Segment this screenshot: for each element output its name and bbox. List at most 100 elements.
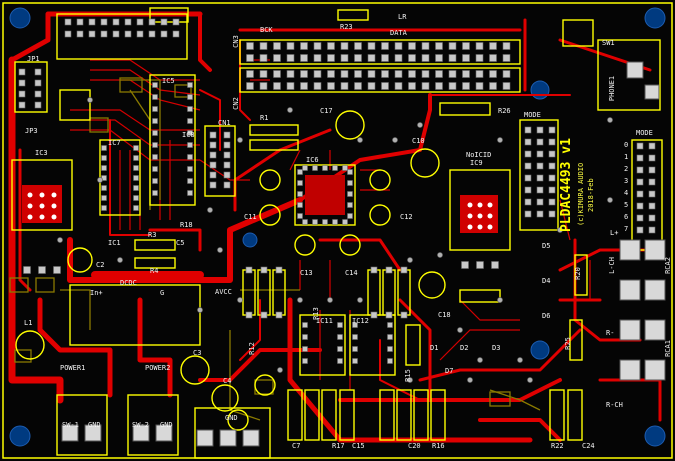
- pad: [302, 165, 308, 171]
- pad: [548, 162, 556, 170]
- via: [197, 307, 203, 313]
- pad: [648, 142, 656, 150]
- label-ic3: IC3: [35, 149, 48, 157]
- pad: [273, 70, 281, 78]
- pad: [370, 311, 378, 319]
- pad: [187, 94, 193, 100]
- net-rch: R-CH: [606, 401, 623, 409]
- pad: [64, 30, 72, 38]
- label-r25: R25: [563, 337, 572, 350]
- pad: [332, 165, 338, 171]
- label-ic6: IC6: [306, 156, 319, 164]
- label-jp1: JP1: [27, 55, 40, 63]
- pad: [133, 155, 139, 161]
- pad: [246, 82, 254, 90]
- pad: [300, 82, 308, 90]
- pad: [300, 54, 308, 62]
- pad: [524, 162, 532, 170]
- pad: [476, 261, 484, 269]
- pad: [273, 42, 281, 50]
- pad: [313, 54, 322, 62]
- label-c12: C12: [400, 213, 413, 221]
- pad: [548, 174, 556, 182]
- pad: [297, 213, 303, 219]
- pad: [352, 346, 358, 352]
- pad: [536, 186, 544, 194]
- pad: [648, 214, 656, 222]
- label-r20: R20: [573, 267, 582, 280]
- label-c14: C14: [345, 269, 358, 277]
- label-c20: C20: [408, 442, 421, 450]
- label-c7: C7: [292, 442, 301, 450]
- pad: [152, 94, 158, 100]
- pad: [381, 82, 389, 90]
- pad: [18, 68, 26, 76]
- pad: [342, 219, 348, 225]
- pad: [101, 145, 107, 151]
- pad: [101, 195, 107, 201]
- pad: [337, 346, 343, 352]
- pad: [340, 54, 349, 62]
- label-phone1: PHONE1: [608, 75, 617, 102]
- pad: [648, 166, 656, 174]
- pad: [524, 210, 532, 218]
- pad: [101, 185, 107, 191]
- pad: [209, 131, 217, 139]
- pad: [133, 205, 139, 211]
- pad: [524, 174, 532, 182]
- label-c5: C5: [176, 239, 185, 247]
- via: [497, 297, 503, 303]
- pad: [536, 126, 544, 134]
- net-gnd: GND: [88, 421, 101, 429]
- pad: [76, 18, 84, 26]
- pad: [187, 166, 193, 172]
- label-c24: C24: [582, 442, 595, 450]
- pad: [312, 219, 318, 225]
- pad: [322, 165, 328, 171]
- pad: [370, 266, 378, 274]
- pad: [342, 165, 348, 171]
- pad: [246, 42, 254, 50]
- mode-row-label: 1: [624, 153, 629, 161]
- pad: [387, 346, 393, 352]
- pad: [548, 126, 556, 134]
- pad: [275, 266, 283, 274]
- label-mode: MODE: [524, 111, 541, 119]
- pad: [152, 166, 158, 172]
- label-r17: R17: [332, 442, 345, 450]
- pad: [400, 311, 408, 319]
- pad: [112, 30, 120, 38]
- pad: [435, 70, 443, 78]
- pad: [435, 82, 443, 90]
- via: [417, 122, 423, 128]
- via: [517, 357, 523, 363]
- via: [557, 227, 563, 233]
- pad: [475, 42, 484, 50]
- label-ic8: IC8: [182, 131, 195, 139]
- via: [607, 117, 613, 123]
- pad: [286, 42, 295, 50]
- pad: [223, 181, 231, 189]
- pad: [172, 18, 180, 26]
- pad: [18, 79, 26, 87]
- pad: [18, 90, 26, 98]
- net-noicid: NoICID: [466, 151, 492, 159]
- pad: [421, 82, 430, 90]
- pad: [524, 126, 532, 134]
- pad: [327, 70, 335, 78]
- pad: [648, 178, 656, 186]
- label-r22: R22: [551, 442, 564, 450]
- pad: [347, 180, 353, 186]
- pad: [136, 18, 144, 26]
- via: [277, 367, 283, 373]
- mode-row-label: 5: [624, 201, 629, 209]
- via: [457, 327, 463, 333]
- pad: [209, 171, 217, 179]
- pad: [246, 70, 254, 78]
- pad: [421, 54, 430, 62]
- pad: [101, 155, 107, 161]
- pad: [524, 186, 532, 194]
- net-g: G: [160, 289, 165, 297]
- net-dcdc: DCDC: [120, 279, 137, 287]
- pad: [187, 106, 193, 112]
